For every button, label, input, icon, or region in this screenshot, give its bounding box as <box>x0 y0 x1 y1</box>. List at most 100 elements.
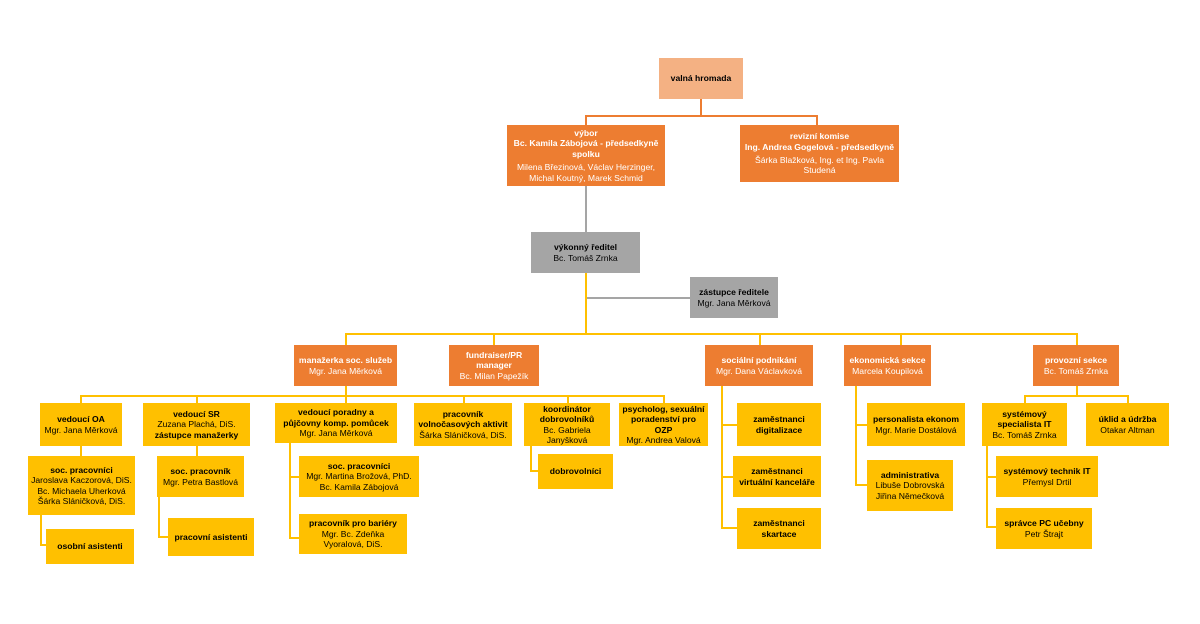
connector <box>585 115 587 125</box>
connector <box>986 526 996 528</box>
connector <box>80 395 665 397</box>
connector <box>80 446 82 456</box>
node-systemovy-specialista: systémový specialista IT Bc. Tomáš Zrnka <box>982 403 1067 446</box>
node-person: Mgr. Andrea Valová <box>626 434 701 445</box>
connector <box>855 424 867 426</box>
node-title: výkonný ředitel <box>553 242 618 253</box>
node-person: Mgr. Martina Brožová, PhD. Bc. Kamila Zá… <box>306 471 412 492</box>
node-title: revizní komise <box>789 131 850 142</box>
node-zam-skartace: zaměstnanci skartace <box>737 508 821 549</box>
node-title: dobrovolníci <box>549 466 602 477</box>
node-person: Šárka Sláničková, DiS. <box>419 429 507 440</box>
node-person: Bc. Tomáš Zrnka <box>553 252 618 263</box>
connector <box>40 515 42 545</box>
connector <box>585 273 587 334</box>
node-vedouci-oa: vedoucí OA Mgr. Jana Měrková <box>40 403 122 446</box>
node-person: Mgr. Petra Bastlová <box>163 476 238 487</box>
connector <box>345 395 347 403</box>
node-title: manažerka soc. služeb <box>298 355 393 366</box>
node-title: úklid a údržba <box>1098 414 1157 425</box>
node-person: Mgr. Marie Dostálová <box>875 424 957 435</box>
node-person: Otakar Altman <box>1100 424 1155 435</box>
connector <box>345 333 1077 335</box>
connector <box>855 386 857 486</box>
node-administrativa: administrativa Libuše Dobrovská Jiřina N… <box>867 460 953 511</box>
node-systemovy-technik: systémový technik IT Přemysl Drtil <box>996 456 1098 497</box>
node-person: Marcela Koupilová <box>852 365 923 376</box>
connector <box>40 544 46 546</box>
node-soc-pracovnici-poradna: soc. pracovníci Mgr. Martina Brožová, Ph… <box>299 456 419 497</box>
connector <box>700 99 702 116</box>
connector <box>721 476 737 478</box>
node-vybor: výbor Bc. Kamila Zábojová - předsedkyně … <box>507 125 665 186</box>
connector <box>585 186 587 232</box>
node-zam-virtualni: zaměstnanci virtuální kanceláře <box>733 456 821 497</box>
connector <box>158 497 160 537</box>
node-soc-pracovnici-oa: soc. pracovníci Jaroslava Kaczorová, DiS… <box>28 456 135 515</box>
node-members: Šárka Blažková, Ing. et Ing. Pavla Stude… <box>755 155 884 176</box>
node-title: pracovník volnočasových aktivit <box>418 408 508 430</box>
node-person: Bc. Tomáš Zrnka <box>992 429 1057 440</box>
node-title: správce PC učebny <box>1004 518 1084 529</box>
node-uklid-udrzba: úklid a údržba Otakar Altman <box>1086 403 1169 446</box>
node-person: Jaroslava Kaczorová, DiS. Bc. Michaela U… <box>31 475 132 506</box>
node-person: Přemysl Drtil <box>1022 476 1072 487</box>
node-person: Zuzana Plachá, DiS. <box>157 419 236 430</box>
node-person: Bc. Milan Papežík <box>459 370 529 381</box>
connector <box>289 476 299 478</box>
node-person: Mgr. Jana Měrková <box>308 365 383 376</box>
connector <box>663 395 665 403</box>
node-zastupce-reditele: zástupce ředitele Mgr. Jana Měrková <box>690 277 778 318</box>
connector <box>289 443 291 538</box>
connector <box>1024 395 1129 397</box>
connector <box>345 386 347 396</box>
connector <box>721 386 723 529</box>
connector <box>721 424 737 426</box>
node-title: pracovní asistenti <box>174 531 248 542</box>
node-person: Bc. Gabriela Janyšková <box>543 424 591 445</box>
connector <box>816 115 818 125</box>
connector <box>1076 333 1078 345</box>
connector <box>80 395 82 403</box>
node-psycholog: psycholog, sexuální poradenství pro OZP … <box>619 403 708 446</box>
node-title: vedoucí SR <box>173 408 220 419</box>
node-soc-pracovnik-sr: soc. pracovník Mgr. Petra Bastlová <box>157 456 244 497</box>
connector <box>1024 395 1026 403</box>
node-pracovnik-volnocasovych: pracovník volnočasových aktivit Šárka Sl… <box>414 403 512 446</box>
node-title: koordinátor dobrovolníků <box>539 403 595 425</box>
node-person: Mgr. Jana Měrková <box>697 297 771 308</box>
node-person: Mgr. Jana Měrková <box>44 424 118 435</box>
connector <box>986 446 988 528</box>
node-title: fundraiser/PR manager <box>465 349 523 371</box>
node-person: Libuše Dobrovská Jiřina Němečková <box>875 480 945 501</box>
node-person: Mgr. Bc. Zdeňka Vyoralová, DiS. <box>321 528 385 550</box>
connector <box>1076 386 1078 396</box>
connector <box>585 115 817 117</box>
node-title: provozní sekce <box>1044 355 1108 366</box>
node-fundraiser: fundraiser/PR manager Bc. Milan Papežík <box>449 345 539 386</box>
connector <box>196 446 198 456</box>
node-vedouci-sr: vedoucí SR Zuzana Plachá, DiS. zástupce … <box>143 403 250 446</box>
node-title: personalista ekonom <box>873 414 959 425</box>
node-osobni-asistenti: osobní asistenti <box>46 529 134 564</box>
node-title: pracovník pro bariéry <box>309 518 397 529</box>
node-title: vedoucí OA <box>57 414 105 425</box>
node-role: zástupce manažerky <box>154 429 239 440</box>
node-title: ekonomická sekce <box>849 355 926 366</box>
connector <box>530 470 538 472</box>
node-socialni-podnikani: sociální podnikání Mgr. Dana Václavková <box>705 345 813 386</box>
connector <box>759 333 761 345</box>
connector <box>196 395 198 403</box>
node-vedouci-poradny: vedoucí poradny a půjčovny komp. pomůcek… <box>275 403 397 443</box>
node-title: vedoucí poradny a půjčovny komp. pomůcek <box>283 407 389 428</box>
node-revizni-komise: revizní komise Ing. Andrea Gogelová - př… <box>740 125 899 182</box>
connector <box>900 333 902 345</box>
node-title: soc. pracovníci <box>50 464 113 475</box>
node-person: Mgr. Jana Měrková <box>299 428 373 439</box>
connector <box>530 446 532 471</box>
node-subtitle: Bc. Kamila Zábojová - předsedkyně spolku <box>513 138 659 159</box>
node-title: psycholog, sexuální poradenství pro OZP <box>622 403 705 435</box>
connector <box>855 484 867 486</box>
node-koordinator: koordinátor dobrovolníků Bc. Gabriela Ja… <box>524 403 610 446</box>
